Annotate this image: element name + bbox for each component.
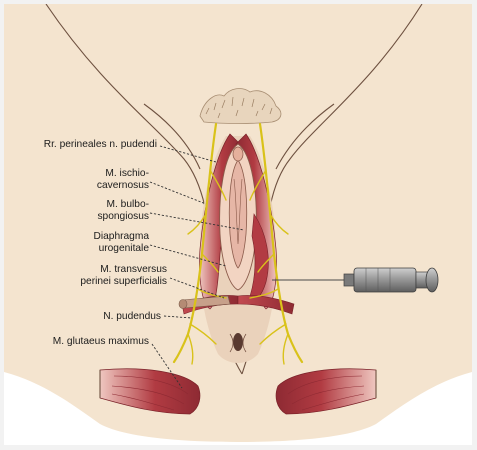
label-diaphragma-2: urogenitale	[99, 243, 150, 254]
label-bulbo-2: spongiosus	[97, 211, 149, 222]
label-pudendus: N. pudendus	[103, 311, 161, 322]
anus	[233, 333, 243, 351]
label-rr-perineales: Rr. perineales n. pudendi	[44, 139, 157, 150]
label-diaphragma-1: Diaphragma	[94, 231, 150, 242]
syringe-hub	[344, 274, 354, 286]
label-ischio-1: M. ischio-	[105, 168, 149, 179]
label-transversus-1: M. transversus	[100, 264, 167, 275]
figure-frame: Rr. perineales n. pudendi M. ischio- cav…	[4, 4, 472, 445]
label-bulbo-1: M. bulbo-	[107, 199, 149, 210]
syringe-barrel	[354, 268, 416, 292]
label-transversus-2: perinei superficialis	[80, 276, 167, 287]
label-glutaeus: M. glutaeus maximus	[53, 336, 149, 347]
anatomy-illustration: Rr. perineales n. pudendi M. ischio- cav…	[4, 4, 472, 445]
label-ischio-2: cavernosus	[97, 180, 149, 191]
syringe-thumb	[426, 268, 438, 292]
